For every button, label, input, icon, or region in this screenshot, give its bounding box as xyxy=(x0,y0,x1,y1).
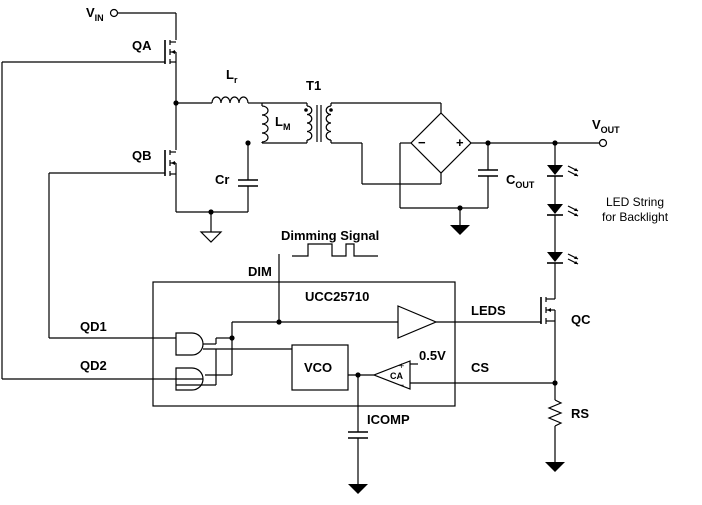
vco-label: VCO xyxy=(304,360,332,375)
and-gate-qd1 xyxy=(175,332,204,356)
current-amplifier-ca xyxy=(372,360,411,390)
inductor-lm xyxy=(261,103,269,143)
vin-label: VIN xyxy=(86,5,104,23)
lm-label: LM xyxy=(275,114,290,132)
led-2 xyxy=(547,204,579,217)
led-string-label-1: LED String xyxy=(606,195,664,209)
cr-label: Cr xyxy=(215,172,229,187)
ca-plus: + xyxy=(399,361,404,371)
transistor-qb xyxy=(164,150,177,176)
capacitor-cout xyxy=(478,143,498,208)
dimming-signal-label: Dimming Signal xyxy=(281,228,379,243)
vout-terminal xyxy=(598,138,608,148)
led-1 xyxy=(547,165,579,177)
ca-minus: − xyxy=(399,380,404,390)
and-gate-qd2 xyxy=(175,367,204,391)
svg-text:−: − xyxy=(418,135,426,150)
qc-label: QC xyxy=(571,312,591,327)
qd1-label: QD1 xyxy=(80,319,107,334)
transistor-qc xyxy=(540,294,556,324)
cs-label: CS xyxy=(471,360,489,375)
qd2-label: QD2 xyxy=(80,358,107,373)
transformer-t1 xyxy=(304,105,333,142)
vin-terminal xyxy=(109,8,177,40)
dim-label: DIM xyxy=(248,264,272,279)
inductor-lr xyxy=(211,96,262,104)
qb-label: QB xyxy=(132,148,152,163)
bridge-rectifier: − + xyxy=(392,102,555,208)
rs-label: RS xyxy=(571,406,589,421)
icomp-label: ICOMP xyxy=(367,412,410,427)
leds-label: LEDS xyxy=(471,303,506,318)
svg-text:+: + xyxy=(456,135,464,150)
led-3 xyxy=(547,252,579,265)
t1-label: T1 xyxy=(306,78,321,93)
ground-symbol xyxy=(450,225,470,235)
resistor-rs xyxy=(545,383,565,472)
transistor-qa xyxy=(2,40,177,103)
chip-label: UCC25710 xyxy=(305,289,369,304)
leds-buffer xyxy=(397,305,438,339)
ground-symbol-chassis xyxy=(199,231,223,243)
led-string-label-2: for Backlight xyxy=(602,210,669,224)
cout-label: COUT xyxy=(506,172,535,190)
qa-label: QA xyxy=(132,38,152,53)
vout-label: VOUT xyxy=(592,117,620,135)
lr-label: Lr xyxy=(226,67,238,85)
controller-box xyxy=(152,281,456,407)
dimming-waveform xyxy=(292,243,378,257)
vco-block xyxy=(291,344,349,391)
capacitor-icomp xyxy=(348,375,368,494)
ref-voltage-label: 0.5V xyxy=(419,348,446,363)
ca-label: CA xyxy=(390,371,403,381)
capacitor-cr xyxy=(238,143,258,212)
